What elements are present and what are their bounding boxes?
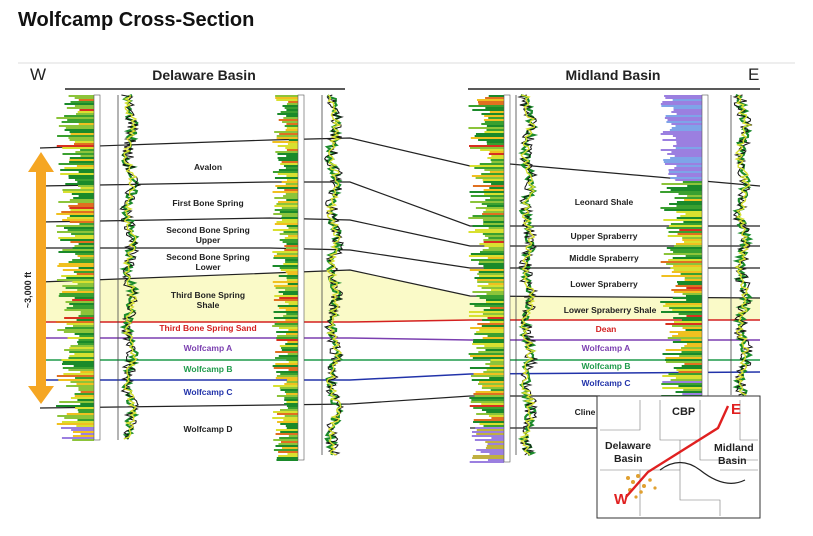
first-bone-spring-line xyxy=(39,181,760,227)
log-curve-track xyxy=(117,93,142,440)
log-curve-track xyxy=(321,94,345,456)
unit-third-bone-spring-sand: Third Bone Spring Sand xyxy=(159,323,256,333)
well-dots xyxy=(626,474,657,499)
inset-map: CBP Delaware Basin Midland Basin W E xyxy=(596,395,761,519)
delaware-basin-header: Delaware Basin xyxy=(152,67,256,83)
unit-third-bone-spring-shale-1: Third Bone Spring xyxy=(171,290,245,300)
shale-band xyxy=(40,270,760,322)
log-fill-track xyxy=(272,94,305,461)
unit-wolfcamp-d: Wolfcamp D xyxy=(184,424,233,434)
unit-wolfcamp-c-delaware: Wolfcamp C xyxy=(184,387,233,397)
west-label: W xyxy=(30,65,46,84)
map-west-marker: W xyxy=(614,491,629,508)
log-fill-track xyxy=(468,94,511,463)
thickness-label: ~3,000 ft xyxy=(23,272,33,308)
unit-leonard-shale: Leonard Shale xyxy=(575,197,634,207)
avalon-top-line xyxy=(39,137,761,187)
unit-lower-spraberry: Lower Spraberry xyxy=(570,279,638,289)
midland-basin-header: Midland Basin xyxy=(566,67,661,83)
unit-dean: Dean xyxy=(596,324,617,334)
unit-third-bone-spring-shale-2: Shale xyxy=(197,300,220,310)
unit-second-bone-spring-lower-1: Second Bone Spring xyxy=(166,252,250,262)
page-title: Wolfcamp Cross-Section xyxy=(18,9,255,31)
log-curve-track xyxy=(730,93,754,396)
unit-second-bone-spring-upper-1: Second Bone Spring xyxy=(166,225,250,235)
unit-wolfcamp-a-delaware: Wolfcamp A xyxy=(184,343,233,353)
thickness-arrow: ~3,000 ft xyxy=(23,152,54,404)
map-delaware-label-2: Basin xyxy=(614,453,643,465)
unit-avalon: Avalon xyxy=(194,162,222,172)
unit-wolfcamp-c-midland: Wolfcamp C xyxy=(582,378,631,388)
map-midland-label-1: Midland xyxy=(714,442,754,454)
correlation-lines xyxy=(39,137,761,429)
inset-map-frame xyxy=(596,395,761,519)
wolfcamp-c-line xyxy=(40,371,761,381)
log-curve-track xyxy=(515,93,539,457)
basin-boundary xyxy=(659,461,746,484)
third-bone-spring-shale-top-line xyxy=(39,269,761,299)
map-cbp-label: CBP xyxy=(672,406,695,418)
third-bone-spring-sand-line xyxy=(40,319,760,323)
unit-wolfcamp-a-midland: Wolfcamp A xyxy=(582,343,631,353)
second-bone-spring-upper-line xyxy=(39,217,760,247)
unit-cline: Cline xyxy=(575,407,596,417)
log-fill-track xyxy=(56,94,101,441)
wolfcamp-a-line xyxy=(40,337,760,341)
unit-wolfcamp-b-delaware: Wolfcamp B xyxy=(184,364,233,374)
unit-lower-spraberry-shale: Lower Spraberry Shale xyxy=(564,305,657,315)
unit-second-bone-spring-lower-2: Lower xyxy=(195,262,221,272)
section-line xyxy=(625,405,730,498)
wolfcamp-d-line xyxy=(39,395,600,409)
unit-first-bone-spring: First Bone Spring xyxy=(172,198,243,208)
second-bone-spring-lower-line xyxy=(40,247,760,269)
map-midland-label-2: Basin xyxy=(718,455,747,467)
unit-second-bone-spring-upper-2: Upper xyxy=(196,235,221,245)
map-delaware-label-1: Delaware xyxy=(605,440,651,452)
map-east-marker: E xyxy=(731,401,741,418)
unit-wolfcamp-b-midland: Wolfcamp B xyxy=(582,361,631,371)
unit-middle-spraberry: Middle Spraberry xyxy=(569,253,639,263)
county-lines xyxy=(600,400,758,516)
east-label: E xyxy=(748,65,759,84)
unit-upper-spraberry: Upper Spraberry xyxy=(570,231,637,241)
